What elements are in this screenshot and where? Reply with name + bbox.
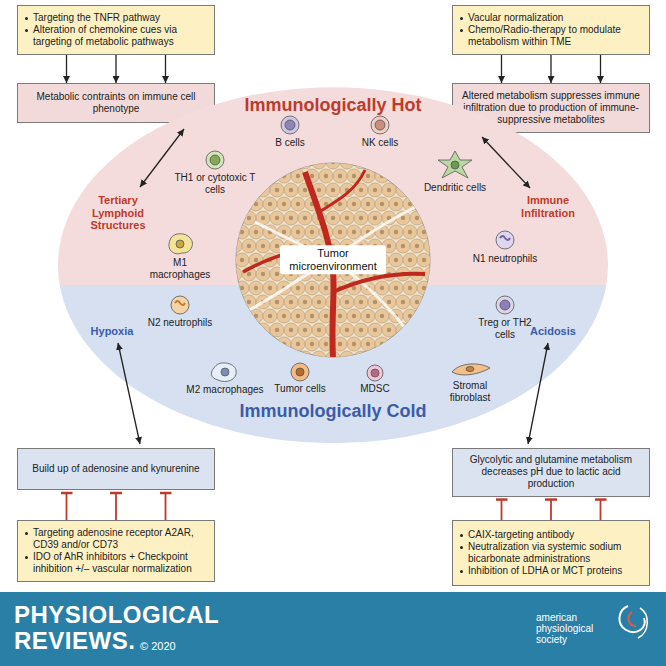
arrow-line (600, 55, 601, 83)
cell-label: Stromal fibroblast (437, 380, 503, 403)
arrow-line (115, 55, 116, 83)
bullet-row: Vacular normalization (460, 12, 642, 24)
mechanism-box: Glycolytic and glutamine metabolism decr… (452, 448, 650, 497)
cell-label: B cells (260, 137, 320, 149)
bullet-dot (25, 556, 28, 559)
inhibition-line (501, 500, 503, 520)
mechanism-box: Build up of adenosine and kynurenine (17, 448, 215, 490)
bullet-row: Targeting adenosine receptor A2AR, CD39 … (25, 527, 207, 551)
bullet-dot (25, 29, 28, 32)
box-text: Build up of adenosine and kynurenine (25, 463, 207, 475)
bullet-dot (25, 532, 28, 535)
box-text: CAIX-targeting antibody (468, 529, 574, 541)
cell-label: Dendritic cells (420, 182, 490, 194)
region-label: Hypoxia (82, 325, 142, 338)
bullet-row: Chemo/Radio-therapy to modulate metaboli… (460, 24, 642, 48)
box-text: Inhibition of LDHA or MCT proteins (468, 565, 622, 577)
therapy-box: Vacular normalizationChemo/Radio-therapy… (452, 5, 650, 55)
inhibition-line (66, 493, 68, 520)
bullet-row: Alteration of chemokine cues via targeti… (25, 24, 207, 48)
cell-label: NK cells (350, 137, 410, 149)
bullet-dot (460, 570, 463, 573)
box-text: IDO of AhR inhibitors + Checkpoint inhib… (33, 551, 207, 575)
box-text: Alteration of chemokine cues via targeti… (33, 24, 207, 48)
box-text: Vacular normalization (468, 12, 563, 24)
bullet-dot (460, 29, 463, 32)
box-text: Metabolic contraints on immune cell phen… (25, 91, 207, 115)
bullet-dot (25, 17, 28, 20)
box-text: Targeting adenosine receptor A2AR, CD39 … (33, 527, 207, 551)
inhibition-line (550, 500, 552, 520)
region-label: Acidosis (523, 325, 583, 338)
bullet-dot (460, 534, 463, 537)
arrow-line (165, 55, 166, 83)
cell-label: N1 neutrophils (472, 253, 538, 265)
bullet-row: Inhibition of LDHA or MCT proteins (460, 565, 642, 577)
bullet-dot (460, 546, 463, 549)
therapy-box: CAIX-targeting antibodyNeutralization vi… (452, 520, 650, 586)
bullet-row: Targeting the TNFR pathway (25, 12, 207, 24)
inhibition-line (165, 493, 167, 520)
tumor-label: Tumor microenvironment (280, 245, 386, 274)
box-text: Glycolytic and glutamine metabolism decr… (460, 454, 642, 491)
cell-label: MDSC (350, 383, 400, 395)
box-text: Neutralization via systemic sodium bicar… (468, 541, 642, 565)
inhibition-line (600, 500, 602, 520)
region-label: Tertiary Lymphoid Structures (83, 194, 153, 232)
tumor-circle: Tumor microenvironment (235, 162, 431, 358)
footer-text: PHYSIOLOGICAL (14, 602, 274, 628)
arrow-line (66, 55, 67, 83)
therapy-box: Targeting the TNFR pathwayAlteration of … (17, 5, 215, 55)
cell-label: M1 macrophages (147, 257, 213, 280)
therapy-box: Targeting adenosine receptor A2AR, CD39 … (17, 520, 215, 582)
box-text: Targeting the TNFR pathway (33, 12, 160, 24)
box-text: Chemo/Radio-therapy to modulate metaboli… (468, 24, 642, 48)
cell-label: M2 macrophages (180, 384, 270, 396)
cell-label: N2 neutrophils (147, 317, 213, 329)
footer-text: © 2020 (140, 640, 200, 652)
bullet-row: IDO of AhR inhibitors + Checkpoint inhib… (25, 551, 207, 575)
region-title: Immunologically Hot (58, 95, 608, 116)
cell-label: Treg or TH2 cells (472, 317, 538, 340)
bullet-dot (460, 17, 463, 20)
cell-label: TH1 or cytotoxic T cells (170, 172, 260, 195)
bullet-row: CAIX-targeting antibody (460, 529, 642, 541)
arrow-line (501, 55, 502, 83)
region-label: Immune Infiltration (512, 194, 584, 219)
bullet-row: Neutralization via systemic sodium bicar… (460, 541, 642, 565)
region-title: Immunologically Cold (58, 401, 608, 422)
footer-text: REVIEWS. (14, 628, 144, 654)
arrow-line (550, 55, 551, 83)
cell-label: Tumor cells (270, 383, 330, 395)
footer-text: american physiological society (536, 612, 616, 645)
inhibition-line (115, 493, 117, 520)
